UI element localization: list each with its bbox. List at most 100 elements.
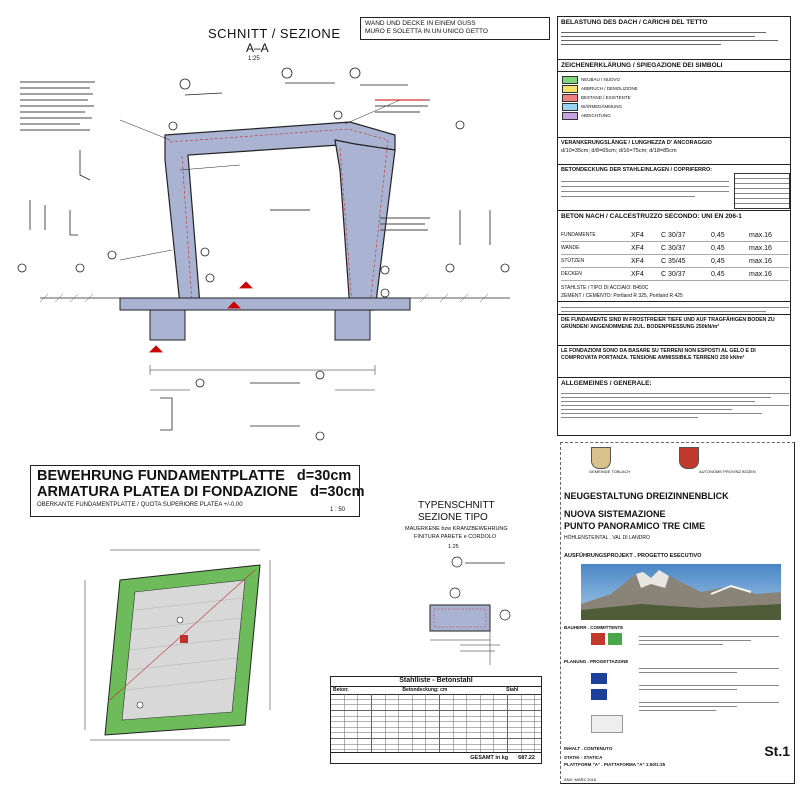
project-phase: AUSFÜHRUNGSPROJEKT . PROGETTO ESECUTIVO: [564, 553, 702, 559]
legend-swatch: [562, 111, 578, 120]
owner-logo-2: [608, 633, 622, 645]
client-right: AUTONOME PROVINZ BOZEN: [699, 469, 756, 474]
section-note-text: WAND UND DECKE IN EINEM GUSS MURO E SOLE…: [365, 20, 488, 35]
municipality-crest-left: [591, 447, 611, 469]
concrete-cell-wc: 0,45: [711, 257, 725, 265]
sheet-number: St.1: [764, 743, 790, 759]
cover-lines: [561, 177, 729, 201]
legend-label: NEUBAU / NUOVO: [581, 77, 621, 82]
concrete-cell-c: C 30/37: [661, 244, 686, 252]
typical-title2: SEZIONE TIPO: [418, 512, 488, 523]
planner-logo-2: [591, 689, 607, 700]
foundation-title-box: BEWEHRUNG FUNDAMENTPLATTE d=30cm ARMATUR…: [30, 465, 365, 517]
section-subtitle: A–A: [246, 41, 269, 55]
concrete-cell-c: C 30/37: [661, 270, 686, 278]
legend: NEUBAU / NUOVO ABBRUCH / DEMOLIZIONE BESTA…: [562, 75, 790, 120]
formwork-lines: [561, 304, 789, 315]
revision-date: ÄND: MÄRZ 2018: [564, 777, 597, 782]
content-label: INHALT . CONTENUTO: [564, 746, 613, 751]
planner-label: PLANUNG . PROGETTAZIONE: [564, 659, 629, 664]
project-title-it2: PUNTO PANORAMICO TRE CIME: [564, 521, 706, 531]
mountain-photo: [581, 564, 781, 620]
foundation-note: DIE FUNDAMENTE SIND IN FROSTFREIER TIEFE…: [561, 317, 775, 330]
owner-label: BAUHERR . COMMITTENTE: [564, 625, 624, 630]
steel-line: STAHLSTE / TIPO DI ACCIAIO: B450C: [561, 285, 649, 291]
portal-frame: [164, 121, 396, 311]
section-scale: 1:25: [248, 56, 260, 62]
concrete-cell-agg: max.16: [749, 244, 772, 252]
callout-markers: [17, 67, 510, 441]
steel-total-label: GESAMT in kg: [470, 755, 509, 761]
steel-col-steel: Stahl: [506, 687, 519, 693]
concrete-cell-wc: 0,45: [711, 244, 725, 252]
planner-logo-3: [591, 715, 623, 733]
section-title: SCHNITT / SEZIONE: [208, 26, 341, 41]
client-left: GEMEINDE TOBLACH: [589, 469, 631, 474]
content-line2: PLATTFORM "A" . PIATTAFORMA "A" 1:50/1:2…: [564, 762, 666, 767]
concrete-title: BETON NACH / CALCESTRUZZO SECONDO: UNI E…: [561, 213, 742, 220]
typical-scale: 1:25: [448, 544, 459, 550]
concrete-cell-el: WANDE: [561, 245, 580, 251]
legend-label: ABDICHTUNG: [581, 113, 611, 118]
section-note: WAND UND DECKE IN EINEM GUSS MURO E SOLE…: [360, 17, 550, 40]
steel-col-beton: Beton:: [333, 687, 349, 693]
typical-sub2: FINITURA PARETE e CORDOLO: [414, 534, 497, 540]
concrete-cell-cls: XF4: [631, 257, 644, 265]
owner-logo: [591, 633, 605, 645]
steel-list: Stahlliste - Betonstahl Beton: Betondeck…: [330, 676, 542, 764]
steel-col-cover: Betondeckung: cm: [402, 687, 448, 693]
legend-title: ZEICHENERKLÄRUNG / SPIEGAZIONE DEI SIMBO…: [561, 62, 723, 69]
concrete-cell-el: STÜTZEN: [561, 258, 585, 264]
legend-item: ABBRUCH / DEMOLIZIONE: [562, 84, 790, 93]
cement-line: ZEMENT / CEMENTO: Portland R 325, Portla…: [561, 293, 683, 299]
project-title-it1: NUOVA SISTEMAZIONE: [564, 509, 666, 519]
legend-item: WÄRMEDÄMMUNG: [562, 102, 790, 111]
eu-flag-icon: [591, 673, 607, 684]
steel-list-title: Stahlliste - Betonstahl: [331, 677, 541, 687]
legend-swatch: [562, 102, 578, 111]
concrete-cell-agg: max.16: [749, 231, 772, 239]
base-slab: [119, 297, 411, 311]
anchor-values: d/10=35cm; d/8=65cm; d/16=75cm; d/18=85c…: [561, 148, 677, 154]
typical-title1: TYPENSCHNITT: [418, 500, 495, 511]
content-line1: STATIK - STATICA: [564, 755, 603, 760]
spec-panel: BELASTUNG DES DACH / CARICHI DEL TETTO Z…: [557, 16, 791, 436]
legend-label: WÄRMEDÄMMUNG: [581, 104, 622, 109]
concrete-cell-el: FUNDAMENTE: [561, 232, 596, 238]
concrete-cell-agg: max.16: [749, 257, 772, 265]
foundation-plan: [84, 549, 271, 741]
legend-swatch: [562, 93, 578, 102]
owner-lines: [639, 633, 779, 648]
concrete-cell-wc: 0,45: [711, 231, 725, 239]
foundation-subline: OBERKANTE FUNDAMENTPLATTE / QUOTA SUPERI…: [37, 502, 243, 508]
concrete-cell-agg: max.16: [749, 270, 772, 278]
load-title: BELASTUNG DES DACH / CARICHI DEL TETTO: [561, 19, 708, 26]
concrete-row: DECKEN XF4 C 30/37 0,45 max.16: [561, 268, 789, 281]
municipality-crest-right: [679, 447, 699, 469]
legend-item: ABDICHTUNG: [562, 111, 790, 120]
legend-label: BESTAND / ESISTENTE: [581, 95, 631, 100]
typical-sub1: MAUERKENE bzw KRANZBEWEHRUNG: [405, 526, 508, 532]
steel-list-grid: [331, 694, 541, 752]
steel-total-value: 687.22: [518, 755, 535, 761]
planner-lines: [639, 665, 779, 714]
concrete-cell-cls: XF4: [631, 231, 644, 239]
concrete-cell-c: C 30/37: [661, 231, 686, 239]
foundation-note-it: LE FONDAZIONI SONO DA BASARE SU TERRENI …: [561, 348, 756, 361]
general-lines: [561, 390, 789, 421]
concrete-cell-cls: XF4: [631, 270, 644, 278]
legend-swatch: [562, 84, 578, 93]
foundation-line1: BEWEHRUNG FUNDAMENTPLATTE d=30cm: [37, 468, 352, 484]
project-title-de: NEUGESTALTUNG DREIZINNENBLICK: [564, 491, 729, 501]
load-lines: [561, 29, 789, 48]
typical-drawing: [429, 556, 511, 665]
concrete-cell-wc: 0,45: [711, 270, 725, 278]
section-drawing: [17, 67, 510, 441]
concrete-cell-el: DECKEN: [561, 271, 582, 277]
legend-swatch: [562, 75, 578, 84]
foundation-scale: 1 : 50: [330, 507, 346, 513]
foundation-line2: ARMATURA PLATEA DI FONDAZIONE d=30cm: [37, 484, 365, 500]
